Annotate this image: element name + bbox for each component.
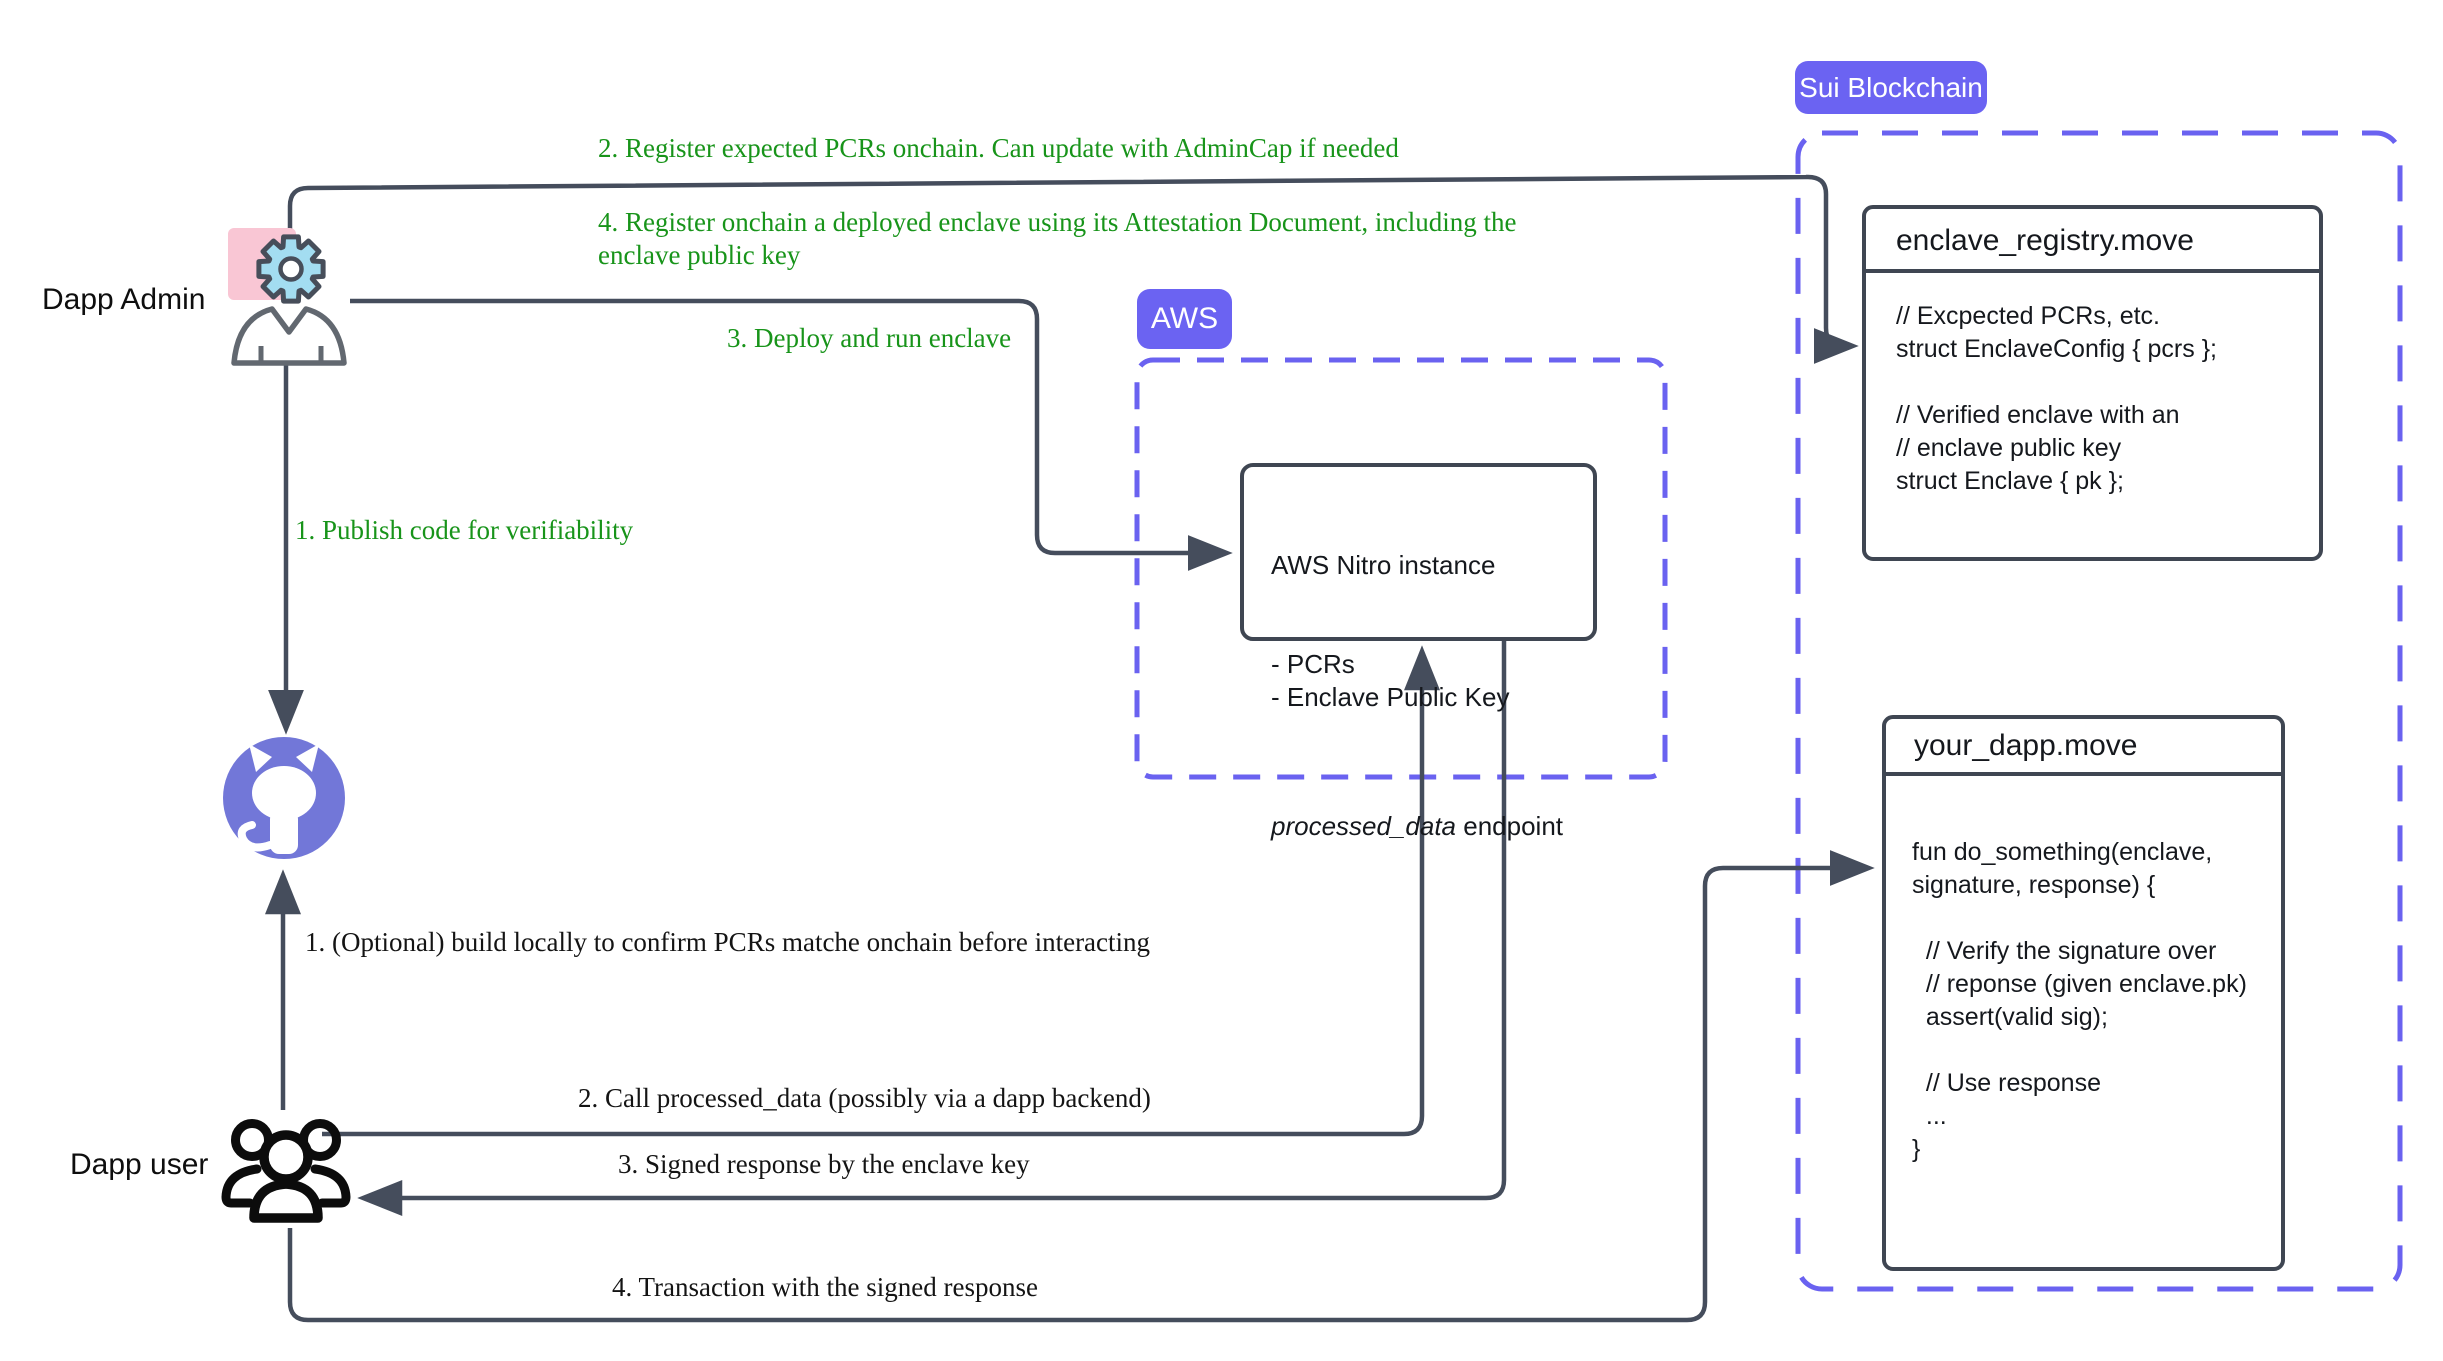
annotation-build-locally: 1. (Optional) build locally to confirm P… xyxy=(305,927,1151,957)
your-dapp-box: your_dapp.move fun do_something(enclave,… xyxy=(1882,715,2285,1271)
your-dapp-title: your_dapp.move xyxy=(1886,719,2281,776)
dapp-user-label: Dapp user xyxy=(70,1148,209,1181)
nitro-bullets: - PCRs - Enclave Public Key xyxy=(1271,649,1510,712)
sui-blockchain-region-border xyxy=(1795,130,2403,1292)
arrow-user-to-processed-data xyxy=(322,645,1440,1137)
admin-person-icon xyxy=(231,306,347,366)
annotation-call-endpoint: 2. Call processed_data (possibly via a d… xyxy=(578,1083,1151,1113)
aws-nitro-box: AWS Nitro instance - PCRs - Enclave Publ… xyxy=(1240,463,1597,841)
nitro-endpoint: processed_data endpoint xyxy=(1271,810,1593,843)
annotation-signed-response: 3. Signed response by the enclave key xyxy=(618,1149,1030,1179)
endpoint-name: processed_data xyxy=(1271,811,1457,841)
arrow-user-to-your-dapp xyxy=(287,850,1875,1323)
enclave-registry-code: // Excpected PCRs, etc. struct EnclaveCo… xyxy=(1896,302,2217,495)
sui-blockchain-badge: Sui Blockchain xyxy=(1795,61,1987,114)
arrow-admin-to-enclave-registry xyxy=(287,174,1859,364)
annotation-transaction: 4. Transaction with the signed response xyxy=(612,1272,1038,1302)
enclave-registry-box: enclave_registry.move // Excpected PCRs,… xyxy=(1862,205,2323,561)
annotation-deploy: 3. Deploy and run enclave xyxy=(727,323,1012,353)
aws-badge: AWS xyxy=(1137,289,1232,349)
nitro-title: AWS Nitro instance xyxy=(1271,550,1496,580)
arrow-enclave-to-user xyxy=(357,641,1507,1216)
admin-gear-icon xyxy=(256,234,326,304)
dapp-admin-label: Dapp Admin xyxy=(42,283,206,316)
arrow-admin-to-aws-nitro xyxy=(350,298,1233,571)
annotation-register-pcrs: 2. Register expected PCRs onchain. Can u… xyxy=(598,133,1399,163)
annotation-register-enclave: 4. Register onchain a deployed enclave u… xyxy=(598,207,1517,270)
endpoint-suffix: endpoint xyxy=(1456,811,1564,841)
aws-region-border xyxy=(1134,357,1668,780)
your-dapp-code: fun do_something(enclave, signature, res… xyxy=(1912,838,2247,1163)
annotation-publish: 1. Publish code for verifiability xyxy=(295,515,634,545)
enclave-registry-title: enclave_registry.move xyxy=(1866,209,2319,273)
